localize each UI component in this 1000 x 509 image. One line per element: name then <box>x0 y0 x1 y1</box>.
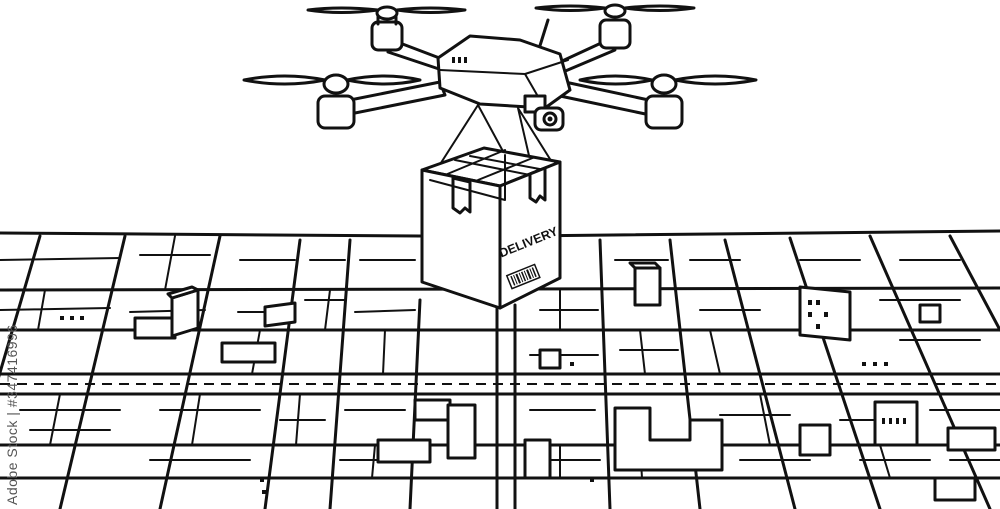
buildings <box>133 261 997 502</box>
street-v2 <box>58 234 127 509</box>
package-strap <box>429 154 506 201</box>
drone-body <box>436 34 572 110</box>
block-lines <box>0 235 1000 479</box>
propellers <box>242 4 758 86</box>
package-barcode <box>505 263 541 290</box>
street-horizon <box>0 229 1000 238</box>
drone <box>242 3 758 181</box>
street-v11 <box>723 238 797 509</box>
window-dots <box>60 300 906 494</box>
drone-arm-front-left <box>338 80 447 117</box>
camera-lens-center <box>547 116 553 122</box>
motor-front-right <box>644 73 684 130</box>
street-v13 <box>868 234 992 509</box>
street-v14 <box>948 234 1000 332</box>
motor-back-right <box>598 3 632 50</box>
street-v4 <box>263 238 302 509</box>
street-v12 <box>788 236 882 509</box>
drone-arm-front-right <box>558 80 660 118</box>
drone-vents <box>452 57 467 63</box>
side-watermark: Adobe Stock | #347416996 <box>4 324 20 505</box>
street-v3 <box>158 234 222 509</box>
motor-back-left <box>370 5 404 52</box>
city-map <box>0 229 1000 509</box>
motor-front-left <box>316 73 356 130</box>
delivery-package: DELIVERY <box>420 146 562 310</box>
package-tape-flap-right <box>528 166 547 204</box>
drone-cables <box>429 104 561 181</box>
street-v9 <box>598 238 612 509</box>
street-v5 <box>328 238 352 509</box>
street-v1 <box>0 234 42 378</box>
package-tape-flap-left <box>451 176 472 215</box>
package-tape <box>444 149 546 181</box>
